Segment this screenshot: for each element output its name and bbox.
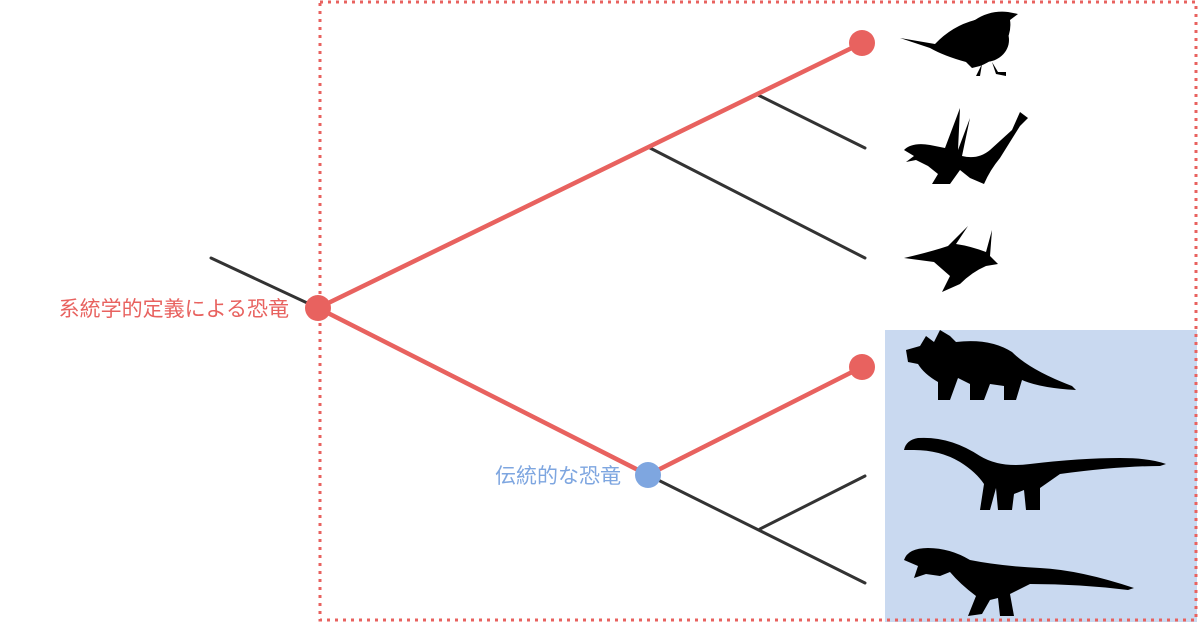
bird-icon [900,11,1018,76]
branch-to-dimorphodon [756,93,867,150]
sauropod-icon [904,437,1166,510]
branch-lines [209,93,867,585]
branch-to-sauropod [758,474,867,531]
label-traditional-dinosaur: 伝統的な恐竜 [495,464,621,488]
phylogenetic-frame [318,0,1198,622]
label-phylogenetic-dinosaur: 系統学的定義による恐竜 [59,297,289,321]
red-branch-to-bird [315,40,865,311]
node-phylogenetic-dinosaur [305,295,331,321]
branch-to-pteranodon [648,146,867,260]
theropod-icon [904,548,1134,616]
node-ceratopsian [849,354,875,380]
pteranodon-icon [904,226,998,292]
phylogenetic-branches [315,40,865,478]
dimorphodon-icon [904,108,1028,184]
ceratopsian-icon [906,330,1076,400]
node-bird [849,30,875,56]
root-stem [209,256,320,310]
branch-sauropod-theropod [646,473,867,585]
red-branch-to-traditional-node [315,305,651,478]
red-branch-to-ceratopsian [645,364,865,478]
node-traditional-dinosaur [635,462,661,488]
